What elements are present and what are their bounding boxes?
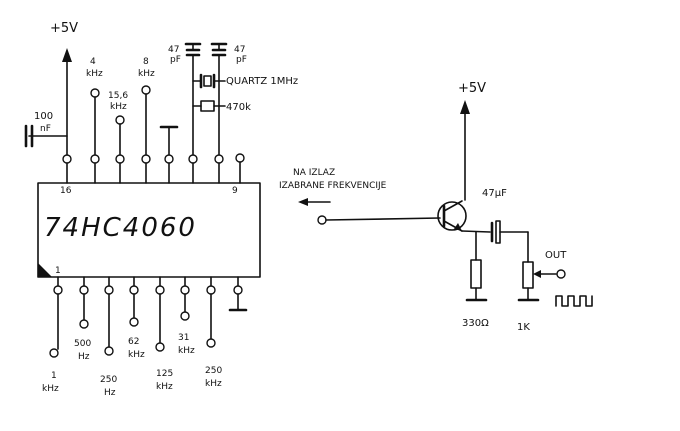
supply-cap-unit: nF xyxy=(40,124,51,134)
osc-cap1-value: 47 xyxy=(168,45,179,55)
top-tap-terminal xyxy=(115,115,125,125)
top-tap-unit: kHz xyxy=(86,69,103,79)
bottom-tap-value: 500 xyxy=(74,339,91,349)
bottom-tap-terminal xyxy=(104,346,114,356)
pot-label: 1K xyxy=(517,322,530,333)
out-terminal xyxy=(556,269,566,279)
note-arrow-head xyxy=(298,198,308,206)
bottom-pin-terminal xyxy=(129,285,139,295)
bottom-tap-value: 125 xyxy=(156,369,173,379)
bottom-tap-125khz: 125 kHz xyxy=(155,276,173,392)
transistor xyxy=(437,201,467,231)
pin9-terminal xyxy=(235,153,245,163)
r-osc-body xyxy=(200,100,215,112)
oscillator-network: 47 pF 47 pF QUARTZ 1MHz 470k xyxy=(168,42,298,184)
top-pin-ground xyxy=(159,125,179,184)
top-pin-terminal xyxy=(90,154,100,164)
top-tap-value: 4 xyxy=(90,57,96,67)
supply-right-arrow xyxy=(460,100,470,114)
bottom-tap-unit: kHz xyxy=(205,379,222,389)
top-tap-terminal xyxy=(90,88,100,98)
bottom-tap-terminal xyxy=(155,342,165,352)
top-pin-terminal xyxy=(141,154,151,164)
osc-pin-a xyxy=(188,154,198,164)
bottom-tap-31khz: 31 kHz xyxy=(178,276,195,356)
osc-cap1-unit: pF xyxy=(170,55,181,65)
bottom-tap-value: 250 xyxy=(100,375,117,385)
supply-left-arrow xyxy=(62,48,72,62)
bottom-pin-terminal xyxy=(155,285,165,295)
osc-cap2-value: 47 xyxy=(234,45,245,55)
bottom-pin-terminal xyxy=(180,285,190,295)
bottom-pin-terminal xyxy=(79,285,89,295)
pot-wiper-arrow xyxy=(533,270,541,278)
bottom-tap-unit: kHz xyxy=(128,350,145,360)
potentiometer xyxy=(522,261,534,289)
bottom-pin-terminal xyxy=(206,285,216,295)
top-tap-8khz: 8 kHz xyxy=(138,57,155,184)
bottom-pin-terminal xyxy=(53,285,63,295)
osc-pin-b xyxy=(214,154,224,164)
ic-name: 74HC4060 xyxy=(44,213,197,243)
top-tap-unit: kHz xyxy=(110,102,127,112)
pin16-terminal xyxy=(62,154,72,164)
top-tap-terminal xyxy=(141,85,151,95)
bottom-tap-unit: Hz xyxy=(104,388,116,398)
bottom-tap-62khz: 62 kHz xyxy=(128,276,145,360)
bottom-tap-unit: Hz xyxy=(78,352,90,362)
ic-body xyxy=(37,182,261,278)
pin1-marker xyxy=(38,263,52,277)
note-line2: IZABRANE FREKVENCIJE xyxy=(279,181,387,191)
bottom-tap-terminal xyxy=(206,338,216,348)
bottom-tap-250khz: 250 kHz xyxy=(205,276,222,389)
osc-cap2-unit: pF xyxy=(236,55,247,65)
bottom-tap-terminal xyxy=(79,319,89,329)
bottom-tap-1khz: 1 kHz xyxy=(42,276,63,394)
supply-left-label: +5V xyxy=(50,21,78,36)
bottom-tap-500hz: 500 Hz xyxy=(74,276,91,362)
bottom-pin-terminal xyxy=(104,285,114,295)
top-tap-unit: kHz xyxy=(138,69,155,79)
emitter-resistor xyxy=(470,259,482,289)
pin8-ground xyxy=(228,276,248,312)
bottom-tap-value: 62 xyxy=(128,337,139,347)
out-cap-label: 47µF xyxy=(482,188,507,199)
top-pin-terminal xyxy=(164,154,174,164)
supply-right-label: +5V xyxy=(458,81,486,96)
bottom-tap-value: 250 xyxy=(205,366,222,376)
output-input-terminal xyxy=(317,215,327,225)
pin9-label: 9 xyxy=(232,186,238,196)
gnd-pin-terminal xyxy=(233,285,243,295)
out-label: OUT xyxy=(545,250,567,261)
bottom-tap-unit: kHz xyxy=(178,346,195,356)
bottom-tap-value: 1 xyxy=(51,371,57,381)
top-pin-terminal xyxy=(115,154,125,164)
supply-cap-value: 100 xyxy=(34,111,53,122)
top-tap-value: 8 xyxy=(143,57,149,67)
bottom-tap-250hz: 250 Hz xyxy=(100,276,117,398)
base-wire xyxy=(325,217,441,221)
bottom-tap-terminal xyxy=(129,317,139,327)
pin1-label: 1 xyxy=(55,266,61,276)
bottom-tap-unit: kHz xyxy=(42,384,59,394)
pin16-label: 16 xyxy=(60,186,72,196)
bottom-tap-value: 31 xyxy=(178,333,189,343)
top-tap-15-6khz: 15,6 kHz xyxy=(108,91,128,184)
note-line1: NA IZLAZ xyxy=(293,168,335,178)
emitter-arrow xyxy=(454,223,462,231)
quartz-label: QUARTZ 1MHz xyxy=(226,76,298,87)
transistor-collector xyxy=(443,200,463,212)
bottom-tap-terminal xyxy=(49,348,59,358)
bottom-tap-unit: kHz xyxy=(156,382,173,392)
quartz-crystal xyxy=(203,75,212,87)
bottom-tap-terminal xyxy=(180,311,190,321)
r-osc-label: 470k xyxy=(226,102,251,113)
top-tap-4khz: 4 kHz xyxy=(86,57,103,184)
top-tap-value: 15,6 xyxy=(108,91,128,101)
emitter-resistor-label: 330Ω xyxy=(462,318,489,329)
square-wave-icon xyxy=(555,295,593,307)
